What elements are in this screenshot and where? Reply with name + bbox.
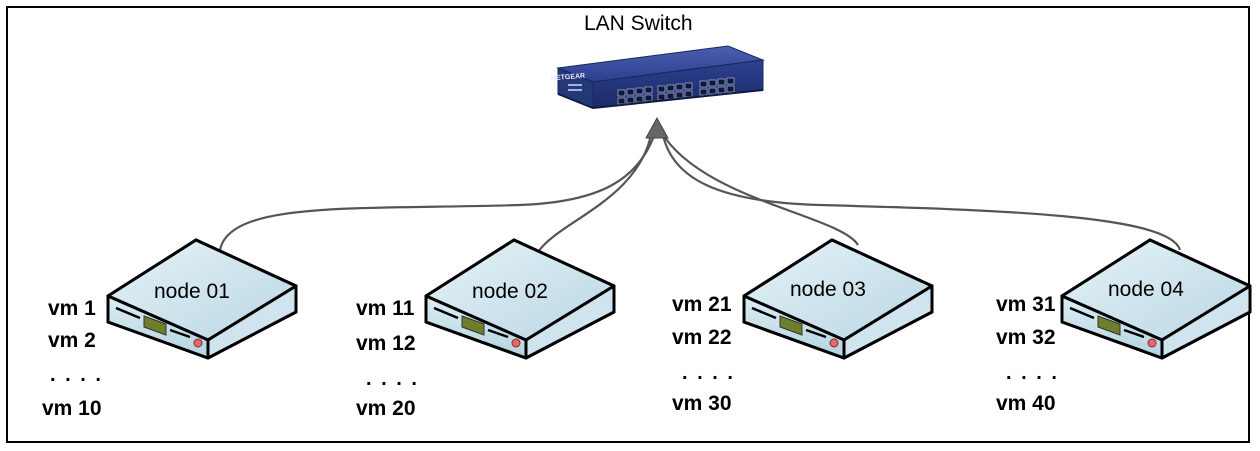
vm-label: vm 21 <box>672 293 732 316</box>
vm-label: vm 40 <box>996 392 1056 415</box>
vm-label: vm 20 <box>356 397 416 420</box>
vm-label: vm 10 <box>42 397 102 420</box>
cables <box>218 129 1182 253</box>
server-node-03-icon <box>742 238 934 360</box>
vm-label: vm 1 <box>48 297 96 320</box>
server-node-04-icon <box>1060 238 1252 360</box>
svg-text:NETGEAR: NETGEAR <box>551 73 586 82</box>
uplink-arrow <box>645 116 669 139</box>
cable-node-01 <box>218 129 658 251</box>
vm-label: vm 11 <box>356 297 415 320</box>
node-label: node 02 <box>472 280 548 303</box>
server-node-02-icon <box>424 238 616 360</box>
vm-label: vm 12 <box>356 332 416 355</box>
cable-node-02 <box>537 129 654 253</box>
switch-title: LAN Switch <box>584 12 693 35</box>
vm-label: vm 22 <box>672 326 732 349</box>
cable-node-03 <box>659 129 859 246</box>
vm-label: vm 2 <box>48 329 96 352</box>
vm-ellipsis: . . . . <box>682 362 735 384</box>
vm-label: vm 31 <box>996 293 1056 316</box>
cable-node-04 <box>660 129 1182 251</box>
node-label: node 03 <box>790 278 866 301</box>
vm-ellipsis: . . . . <box>1006 362 1059 384</box>
node-label: node 04 <box>1108 278 1184 301</box>
switch-icon: NETGEAR <box>551 45 765 110</box>
vm-label: vm 32 <box>996 326 1056 349</box>
vm-ellipsis: . . . . <box>50 364 103 386</box>
vm-label: vm 30 <box>672 392 732 415</box>
server-node-01-icon <box>106 238 298 360</box>
node-label: node 01 <box>154 280 230 303</box>
vm-ellipsis: . . . . <box>366 368 419 390</box>
